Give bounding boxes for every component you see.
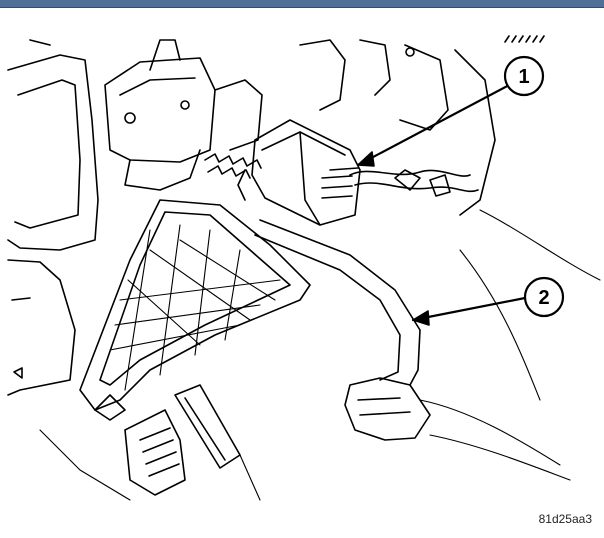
wire-harness [299, 35, 545, 216]
column-bracket [104, 39, 263, 191]
pedal-arm [254, 219, 431, 441]
callout-2-label: 2 [538, 287, 549, 309]
floor-lines [39, 209, 601, 501]
callout-1-label: 1 [518, 66, 529, 88]
callout-2: 2 [523, 276, 565, 318]
header-bar [0, 0, 604, 8]
figure-code: 81d25aa3 [538, 512, 592, 526]
brake-pedal [124, 409, 186, 496]
technical-illustration: 1 2 [7, 35, 601, 501]
callout-1: 1 [503, 55, 545, 97]
accelerator-pedal [174, 384, 241, 469]
control-module [237, 119, 361, 226]
callout-leaders [356, 80, 527, 326]
dash-housing-left [7, 39, 99, 396]
